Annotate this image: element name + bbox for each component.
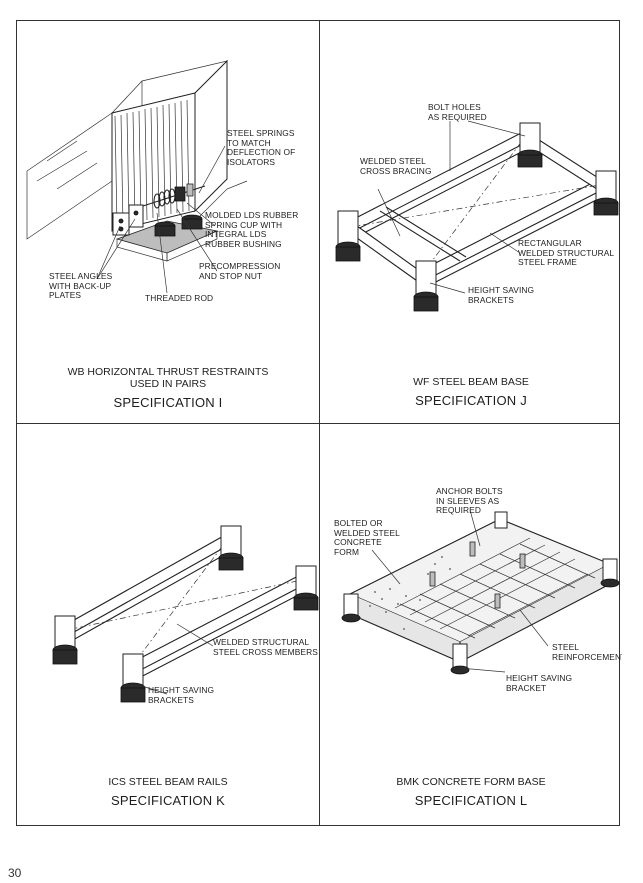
callout-concrete-form: BOLTED OR WELDED STEEL CONCRETE FORM (334, 518, 400, 557)
panel-specification-l: ANCHOR BOLTS IN SLEEVES AS REQUIRED BOLT… (320, 424, 622, 826)
callout-bolt-holes: BOLT HOLES AS REQUIRED (428, 102, 487, 122)
callout-threaded-rod: THREADED ROD (145, 293, 214, 303)
panel-specification-k: WELDED STRUCTURAL STEEL CROSS MEMBERS HE… (17, 424, 319, 826)
description-line-1: WB HORIZONTAL THRUST RESTRAINTS (67, 366, 269, 378)
thrust-restraint-illustration (26, 59, 248, 294)
callout-height-saving-bracket: HEIGHT SAVING BRACKET (506, 673, 573, 693)
horizontal-divider (17, 423, 619, 424)
spec-title: SPECIFICATION I (113, 395, 223, 410)
description-line-2: USED IN PAIRS (129, 378, 207, 390)
panel-specification-i: STEEL SPRINGS TO MATCH DEFLECTION OF ISO… (17, 21, 319, 423)
caption-specification-i: WB HORIZONTAL THRUST RESTRAINTS USED IN … (17, 366, 319, 411)
spec-title: SPECIFICATION L (414, 793, 528, 808)
page-number: 30 (8, 866, 22, 880)
caption-specification-k: ICS STEEL BEAM RAILS SPECIFICATION K (17, 776, 319, 809)
callout-steel-reinforcement: STEEL REINFORCEMENT (552, 642, 622, 662)
caption-specification-l: BMK CONCRETE FORM BASE SPECIFICATION L (320, 776, 622, 809)
callout-height-saving-brackets: HEIGHT SAVING BRACKETS (148, 685, 215, 705)
spec-title: SPECIFICATION K (111, 793, 225, 808)
description-line-1: BMK CONCRETE FORM BASE (396, 776, 546, 788)
callout-cross-bracing: WELDED STEEL CROSS BRACING (360, 156, 432, 176)
callout-anchor-bolts: ANCHOR BOLTS IN SLEEVES AS REQUIRED (436, 486, 503, 516)
specification-grid: STEEL SPRINGS TO MATCH DEFLECTION OF ISO… (16, 20, 622, 826)
caption-specification-j: WF STEEL BEAM BASE SPECIFICATION J (320, 376, 622, 409)
callout-rectangular-frame: RECTANGULAR WELDED STRUCTURAL STEEL FRAM… (518, 238, 615, 268)
spec-title: SPECIFICATION J (415, 393, 527, 408)
steel-beam-rails-illustration (52, 525, 319, 703)
description-line-1: ICS STEEL BEAM RAILS (108, 776, 228, 788)
concrete-form-base-illustration (341, 509, 620, 675)
description-line-1: WF STEEL BEAM BASE (413, 376, 529, 388)
callout-steel-angles: STEEL ANGLES WITH BACK-UP PLATES (49, 271, 113, 301)
callout-rubber-spring-cup: MOLDED LDS RUBBER SPRING CUP WITH INTEGR… (205, 210, 299, 249)
steel-beam-base-illustration (335, 120, 619, 312)
callout-steel-springs: STEEL SPRINGS TO MATCH DEFLECTION OF ISO… (227, 128, 296, 167)
callout-cross-members: WELDED STRUCTURAL STEEL CROSS MEMBERS (213, 637, 318, 657)
callout-precompression-nut: PRECOMPRESSION AND STOP NUT (199, 261, 281, 281)
panel-specification-j: BOLT HOLES AS REQUIRED WELDED STEEL CROS… (320, 21, 622, 423)
callout-height-saving-brackets: HEIGHT SAVING BRACKETS (468, 285, 535, 305)
